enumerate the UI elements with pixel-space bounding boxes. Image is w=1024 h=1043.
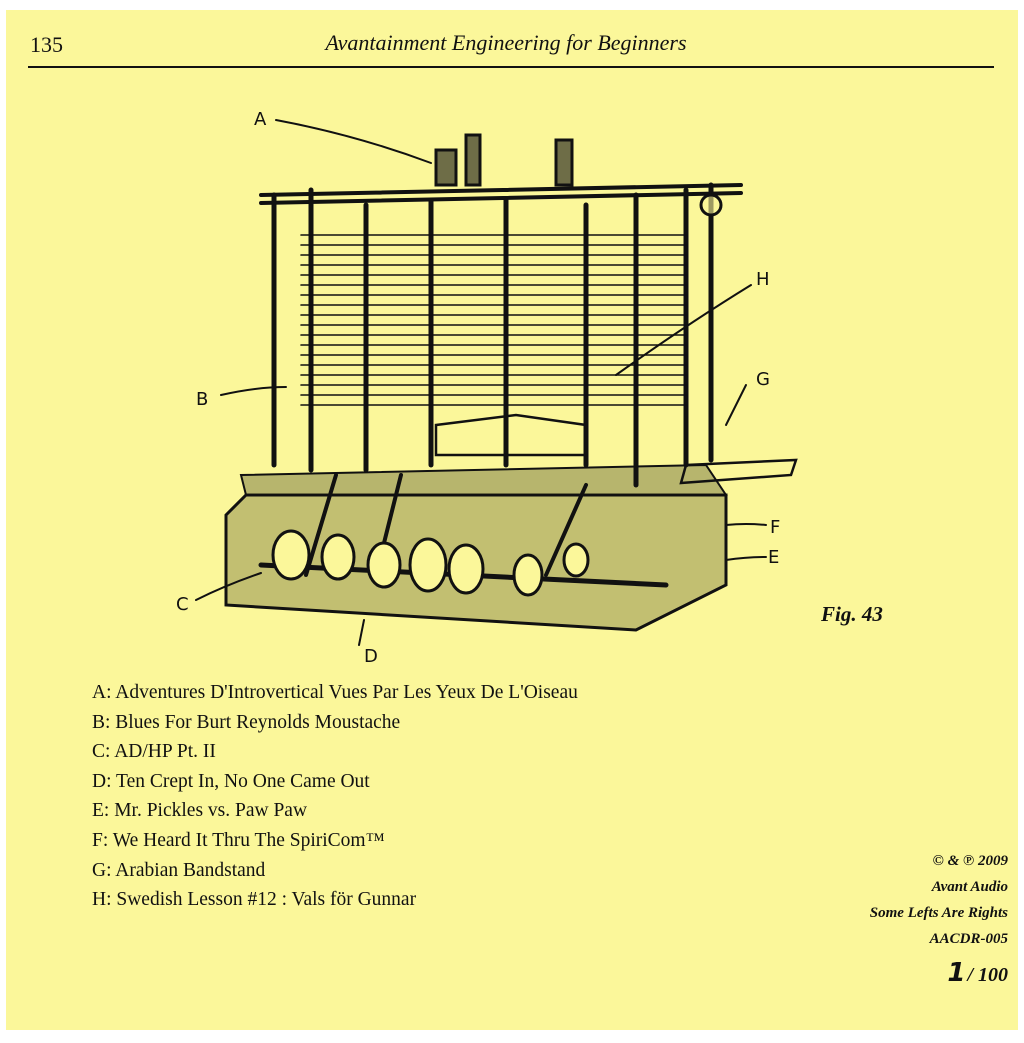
track-a: A: Adventures D'Introvertical Vues Par L… [92,682,578,703]
track-e: E: Mr. Pickles vs. Paw Paw [92,800,308,822]
top-mechanism [434,133,723,217]
credits-block: © & ℗ 2009 Avant Audio Some Lefts Are Ri… [870,848,1008,952]
label-motto: Some Lefts Are Rights [869,905,1008,921]
tracklist: A: Adventures D'Introvertical Vues Par L… [92,678,578,915]
track-d: D: Ten Crept In, No One Came Out [92,770,370,792]
callout-f: F [770,517,780,538]
track-f: F: We Heard It Thru The SpiriCom™ [92,829,385,851]
figure-wheel-stacks [300,234,687,406]
track-g: G: Arabian Bandstand [92,859,266,881]
engine-base-top [239,463,728,496]
engine-top-frame [259,183,743,205]
track-b: B: Blues For Burt Reynolds Moustache [92,711,401,733]
front-shaft-wheels [258,529,669,597]
track-c: C: AD/HP Pt. II [92,741,216,763]
record-label: Avant Audio [931,879,1008,895]
callout-g: G [756,369,770,390]
catalog-number: AACDR-005 [929,931,1008,947]
header-rule [28,66,994,68]
record-sleeve-page: 135 Avantainment Engineering for Beginne… [6,10,1018,1030]
side-shelf [679,458,798,485]
edition-total: / 100 [967,964,1008,986]
callout-d: D [364,646,378,667]
page-number: 135 [30,32,63,57]
callout-leaders [195,119,767,646]
running-title: Avantainment Engineering for Beginners [325,30,687,55]
copyright-line: © & ℗ 2009 [932,853,1008,869]
callout-e: E [768,547,779,568]
callout-c: C [176,594,189,615]
track-h: H: Swedish Lesson #12 : Vals för Gunnar [92,889,417,911]
handwritten-edition-number: 1 [947,958,966,988]
callout-h: H [756,269,770,290]
difference-engine-illustration: A B C D E F G H [176,109,798,667]
edition-number: 1/ 100 [947,958,1008,988]
callout-b: B [196,389,208,410]
callout-labels: A B C D E F G H [176,109,780,667]
figure-caption: Fig. 43 [821,602,883,626]
callout-a: A [254,109,267,130]
